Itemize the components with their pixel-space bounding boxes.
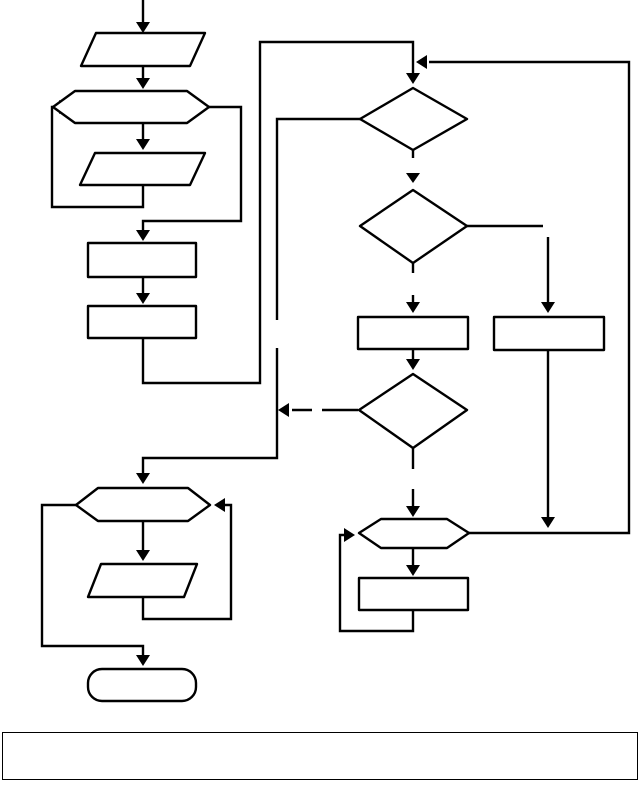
arrowhead — [541, 517, 555, 528]
arrowhead — [214, 498, 225, 512]
arrowhead — [406, 73, 420, 84]
end-terminator — [86, 667, 198, 703]
loop-hexagon-3 — [74, 486, 212, 523]
arrowhead — [406, 506, 420, 517]
shapes — [51, 31, 606, 703]
arrowhead — [136, 655, 150, 666]
process-box-3 — [356, 315, 470, 351]
connectors — [40, 0, 631, 656]
arrowhead — [136, 139, 150, 150]
connector-output-1-loopback — [141, 503, 233, 621]
flowchart-canvas — [40, 0, 631, 703]
process-box-5 — [357, 576, 470, 612]
connector-process-2-to-decision-1 — [141, 40, 415, 385]
connector-merge-down — [141, 348, 279, 474]
process-box-2 — [86, 304, 198, 340]
footer-caption-text — [3, 733, 637, 761]
arrowhead — [136, 293, 150, 304]
decision-diamond-1 — [358, 86, 469, 152]
arrowhead — [136, 473, 150, 484]
connector-loop-3-exit — [40, 503, 145, 656]
process-box-1 — [86, 241, 198, 279]
arrowhead — [136, 22, 150, 33]
loop-hexagon-2 — [357, 517, 471, 550]
loop-hexagon-1 — [51, 89, 211, 125]
arrowhead — [136, 78, 150, 89]
connector-loop-2-exit — [429, 60, 631, 535]
connector-loop-1-exit — [141, 105, 243, 231]
connector-decision-1-left — [275, 117, 362, 320]
arrowhead — [406, 359, 420, 370]
arrowhead — [541, 302, 555, 313]
arrowhead — [406, 565, 420, 576]
arrowhead — [344, 528, 355, 542]
process-box-4 — [492, 315, 606, 352]
decision-diamond-3 — [357, 372, 469, 450]
arrowhead — [278, 403, 289, 417]
arrowhead — [406, 302, 420, 313]
arrowhead — [136, 230, 150, 241]
output-parallelogram-1 — [86, 562, 199, 599]
input-parallelogram-2 — [78, 151, 207, 187]
arrowhead — [406, 173, 420, 183]
arrowheads — [59, 22, 555, 666]
arrowhead — [136, 550, 150, 561]
arrowhead — [416, 55, 427, 69]
footer-caption-box — [2, 732, 638, 780]
decision-diamond-2 — [358, 188, 469, 265]
connector-process-5-loopback — [338, 533, 415, 633]
input-parallelogram-1 — [79, 31, 207, 68]
